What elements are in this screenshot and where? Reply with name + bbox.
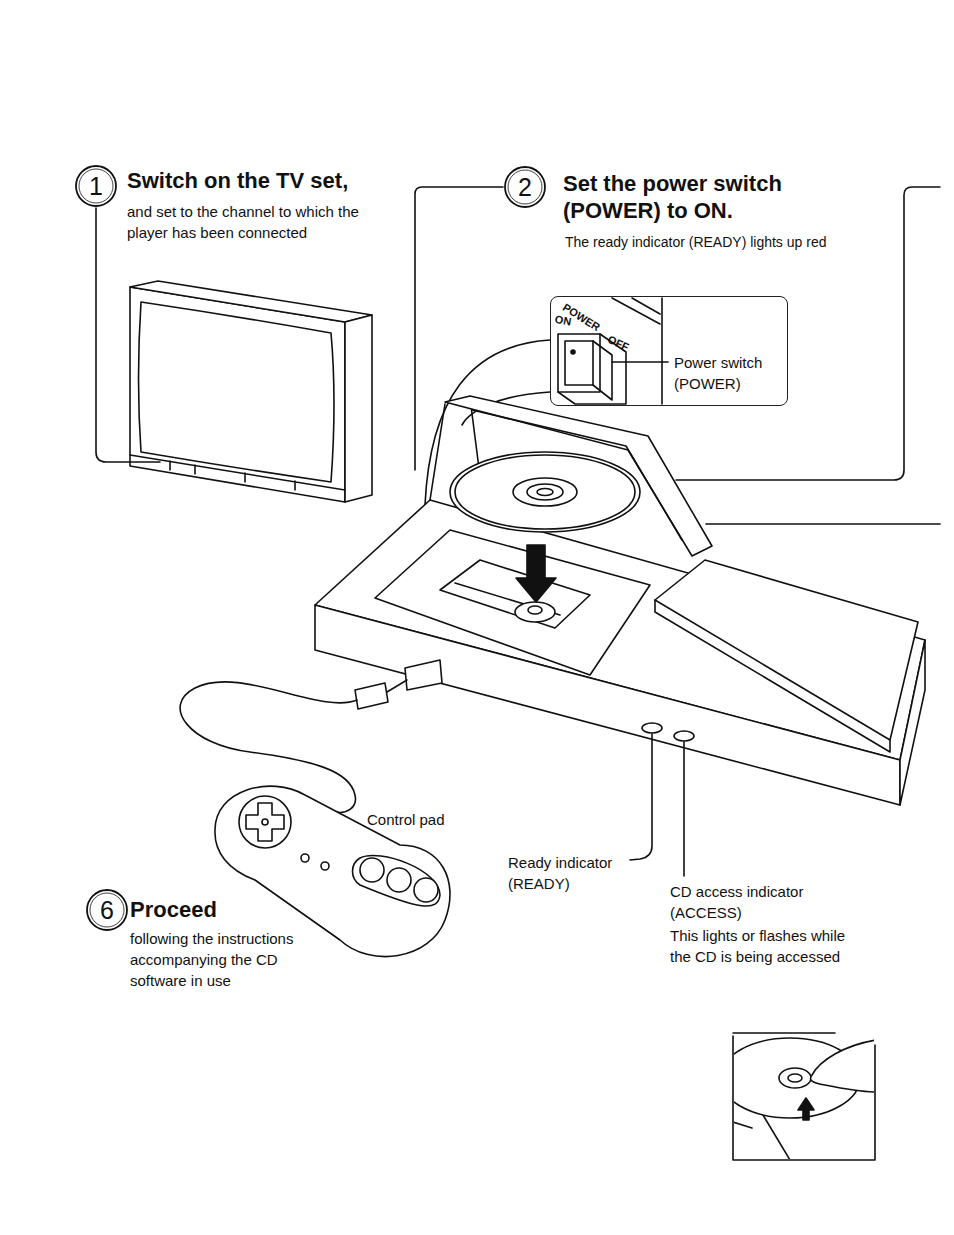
- switch-rocker-side: [593, 341, 612, 400]
- pad-button: [387, 868, 411, 892]
- small-button: [321, 862, 329, 870]
- disc-hole: [537, 489, 553, 496]
- ready-indicator-lamp: [642, 723, 662, 733]
- spindle-hub: [528, 606, 542, 614]
- control-pad-drawing: [180, 660, 450, 957]
- lift-arrow: [798, 1098, 814, 1120]
- part-label: Power switch (POWER): [674, 352, 779, 394]
- d-pad: [246, 803, 284, 841]
- switch-bezel: [558, 334, 600, 392]
- switch-marking: OFF: [606, 333, 631, 354]
- finger: [811, 1040, 874, 1092]
- leader-line: [612, 361, 668, 363]
- cd-player: [315, 396, 925, 876]
- disc-ring: [455, 455, 635, 529]
- step-text: The ready indicator (READY) lights up re…: [565, 233, 895, 251]
- bracket-line: [676, 187, 940, 480]
- insert-arrow: [516, 545, 556, 602]
- step-number: 6: [85, 888, 129, 932]
- tv-front: [130, 287, 345, 502]
- player-cover-block: [655, 560, 918, 740]
- note-text: This lights or flashes while the CD is b…: [670, 925, 860, 967]
- tv-control-strip: [130, 455, 345, 490]
- player-cover-edge: [655, 600, 890, 752]
- pad-button: [360, 858, 384, 882]
- switch-callout-box: POWERONOFFPower switch (POWER): [550, 296, 788, 406]
- laser-sled: [440, 560, 590, 628]
- pad-plug: [405, 660, 442, 690]
- leader-line: [683, 742, 685, 876]
- step-text: and set to the channel to which the play…: [127, 201, 367, 243]
- disc-hub: [513, 478, 577, 506]
- switch-marking: ON: [554, 313, 573, 329]
- step-number: 2: [503, 165, 547, 209]
- pad-cable: [387, 680, 407, 692]
- disc: [450, 452, 640, 532]
- tv-side: [345, 315, 372, 502]
- bracket-line: [415, 187, 503, 470]
- switch-dot: [571, 350, 575, 354]
- power-switch-drawing: [558, 298, 668, 404]
- step-heading: Switch on the TV set,: [127, 168, 407, 194]
- tv-set: [130, 281, 372, 502]
- step-heading: Proceed: [130, 897, 330, 923]
- access-indicator-lamp: [674, 731, 694, 741]
- open-lid: [445, 396, 712, 556]
- small-button: [301, 854, 309, 862]
- part-label: CD access indicator (ACCESS): [670, 881, 830, 923]
- d-pad-ring: [239, 796, 291, 848]
- d-pad-center: [262, 819, 268, 825]
- inset-picture: [734, 1038, 874, 1159]
- ferrite-core: [355, 683, 388, 709]
- switch-rocker: [565, 341, 593, 385]
- disc-hole: [788, 1074, 802, 1082]
- bracket-line: [706, 523, 940, 525]
- disc-press-inset: [720, 1033, 876, 1160]
- tv-screen: [139, 302, 335, 482]
- step-number: 1: [74, 164, 118, 208]
- part-label: Control pad: [367, 809, 487, 830]
- disc-hub: [779, 1068, 811, 1088]
- step-heading: Set the power switch (POWER) to ON.: [563, 170, 828, 224]
- leader-line: [630, 734, 652, 860]
- step-text: following the instructions accompanying …: [130, 928, 320, 991]
- pad-button: [414, 878, 438, 902]
- disc-tray: [375, 530, 650, 675]
- step-circle: 6Proceed following the instructions accom…: [85, 888, 330, 991]
- button-well: [353, 856, 441, 907]
- part-label: Ready indicator (READY): [508, 852, 643, 894]
- disc-hub: [527, 484, 563, 500]
- spindle: [515, 602, 555, 622]
- step-circle: 1 Switch on the TV set, and set to the cha…: [74, 164, 407, 243]
- bracket-line: [96, 208, 160, 462]
- step-circle: 2 Set the power switch (POWER) to ON. The …: [503, 165, 895, 251]
